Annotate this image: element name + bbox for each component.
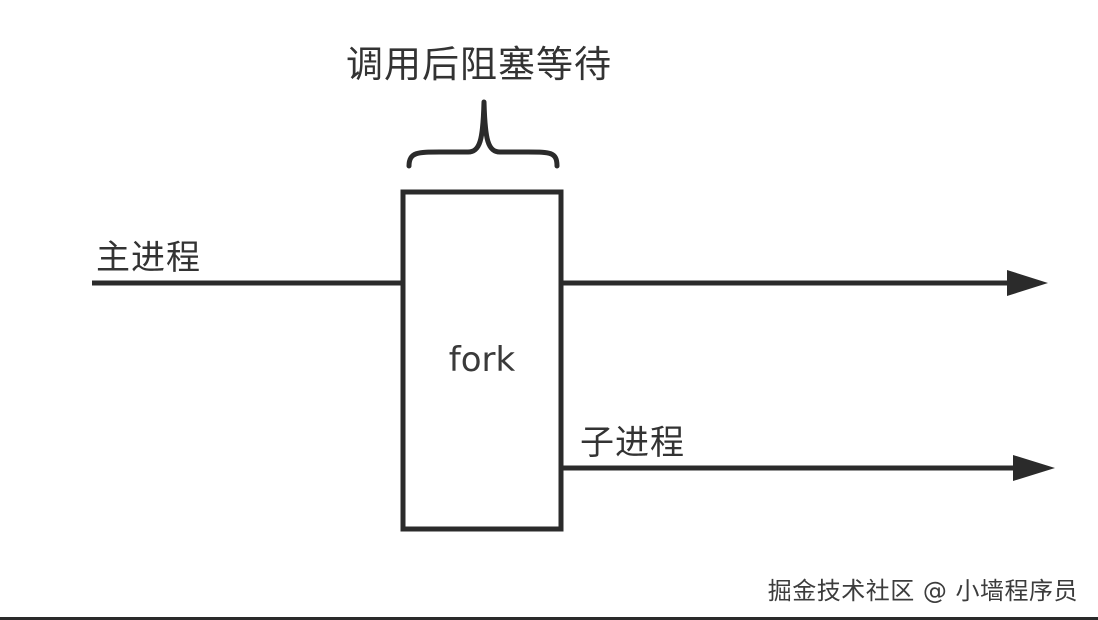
- main-process-arrowhead: [1007, 270, 1048, 296]
- child-process-arrowhead: [1013, 455, 1055, 481]
- bottom-border: [0, 617, 1098, 620]
- child-process-label: 子进程: [580, 423, 685, 463]
- fork-box: [400, 189, 564, 532]
- watermark-text: 掘金技术社区 @ 小墙程序员: [767, 577, 1078, 605]
- fork-label: fork: [448, 340, 516, 380]
- blocking-wait-label: 调用后阻塞等待: [346, 43, 612, 86]
- main-process-label: 主进程: [96, 238, 201, 278]
- blocking-brace: [406, 99, 560, 169]
